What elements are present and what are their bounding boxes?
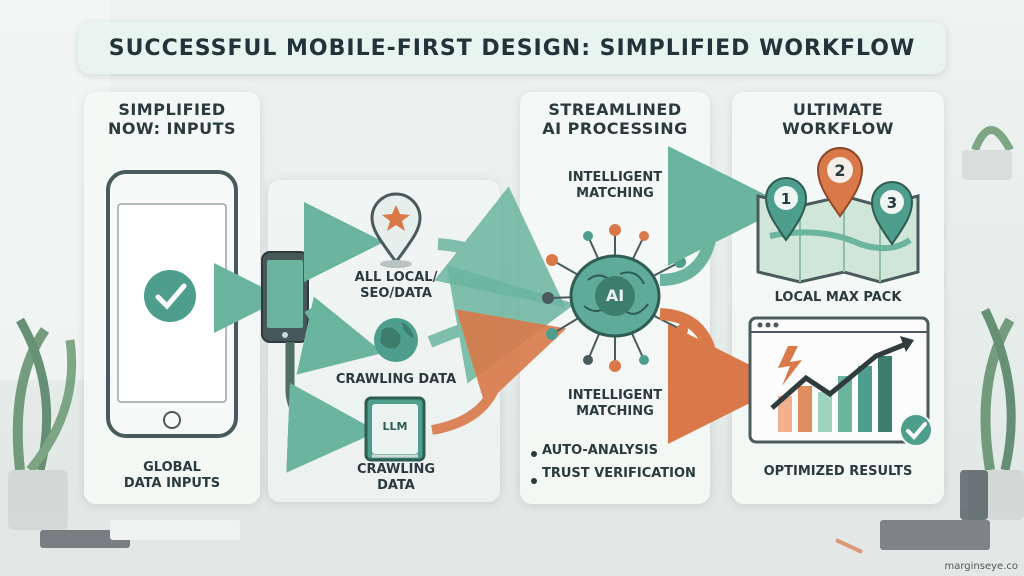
map-pin-2-icon <box>816 147 864 218</box>
page-title: SUCCESSFUL MOBILE-FIRST DESIGN: SIMPLIFI… <box>108 35 916 61</box>
checkmark-icon <box>144 270 196 322</box>
arrow-to-globe <box>296 296 384 375</box>
local-max-pack-label: LOCAL MAX PACK <box>774 290 902 305</box>
local-seo-label: ALL LOCAL/ SEO/DATA <box>354 270 438 301</box>
results-chart-icon <box>748 316 930 444</box>
matching-bottom-label: INTELLIGENT MATCHING <box>567 388 663 419</box>
smartphone-small-icon <box>261 251 309 343</box>
crawling-data-label: CRAWLING DATA <box>335 372 457 387</box>
workflow-heading: ULTIMATE WORKFLOW <box>782 100 894 139</box>
bullet-dot-1 <box>531 451 537 457</box>
desk-items <box>40 470 990 554</box>
llm-badge: LLM <box>382 420 408 433</box>
bullet-auto-analysis: AUTO-ANALYSIS <box>542 443 659 458</box>
bullet-dot-2 <box>531 478 537 484</box>
map-pin-3-icon <box>870 181 914 246</box>
processing-bullets: AUTO-ANALYSIS TRUST VERIFICATION <box>530 443 696 489</box>
watermark: marginseye.co <box>944 561 1019 572</box>
plant-left-icon <box>8 317 77 530</box>
arrow-ai-to-map <box>659 146 788 286</box>
arrow-globe-to-ai <box>427 265 576 384</box>
results-check-icon <box>899 413 933 447</box>
optimized-results-label: OPTIMIZED RESULTS <box>763 464 913 479</box>
bullet-trust-verification: TRUST VERIFICATION <box>542 466 696 481</box>
ai-brain-label: AI <box>605 286 625 305</box>
pin-number-3: 3 <box>886 194 898 212</box>
globe-icon <box>374 318 418 362</box>
pin-number-2: 2 <box>834 161 846 180</box>
arrow-ai-to-results <box>659 308 788 444</box>
llm-book-icon <box>364 396 426 462</box>
map-pin-1-icon <box>764 177 808 242</box>
processing-heading: STREAMLINED AI PROCESSING <box>542 100 688 139</box>
matching-top-label: INTELLIGENT MATCHING <box>567 170 663 201</box>
arrow-local-to-ai <box>434 186 566 308</box>
arrow-llm-to-ai <box>431 309 567 435</box>
pin-number-1: 1 <box>780 190 792 208</box>
location-star-pin-icon <box>370 192 422 268</box>
inputs-heading: SIMPLIFIED NOW: INPUTS <box>107 100 237 139</box>
inputs-caption: GLOBAL DATA INPUTS <box>123 460 221 491</box>
arrow-to-llm <box>285 342 378 473</box>
llm-caption: CRAWLING DATA <box>356 462 436 493</box>
arrow-to-local <box>303 202 384 283</box>
title-banner: SUCCESSFUL MOBILE-FIRST DESIGN: SIMPLIFI… <box>78 22 946 74</box>
